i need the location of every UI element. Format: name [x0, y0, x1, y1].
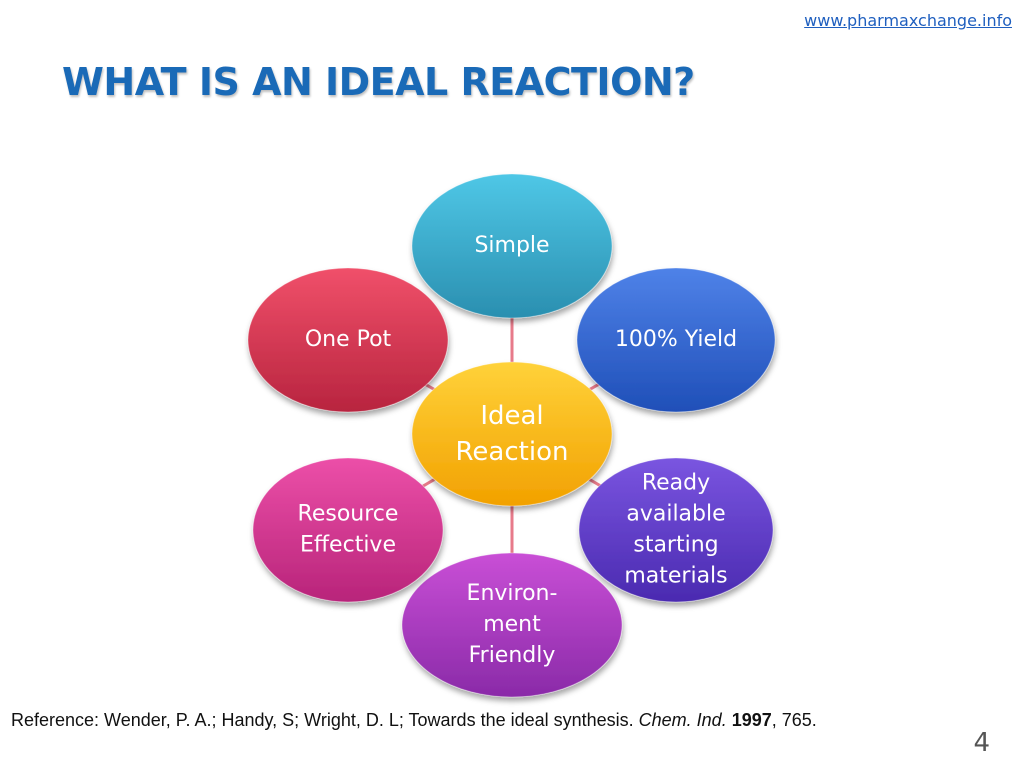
reference-year: 1997: [731, 710, 772, 730]
site-link[interactable]: www.pharmaxchange.info: [804, 11, 1012, 30]
node-onepot-label-line: One Pot: [305, 327, 392, 352]
node-onepot-ellipse: [247, 267, 449, 413]
node-simple-label-line: Simple: [474, 233, 549, 258]
page-title: WHAT IS AN IDEAL REACTION?: [62, 60, 695, 104]
node-environment-label-line: Friendly: [469, 643, 556, 668]
reference-text: Reference: Wender, P. A.; Handy, S; Wrig…: [11, 708, 891, 733]
node-environment-ellipse: [401, 552, 623, 698]
node-simple-label: Simple: [474, 233, 549, 258]
node-environment-label-line: ment: [483, 612, 541, 637]
reference-prefix: Reference: Wender, P. A.; Handy, S; Wrig…: [11, 710, 639, 730]
node-simple-ellipse: [411, 173, 613, 319]
node-ready-label-line: starting: [633, 533, 718, 558]
node-ready-label-line: Ready: [642, 471, 710, 496]
node-onepot-label: One Pot: [305, 327, 392, 352]
reference-journal: Chem. Ind.: [638, 710, 727, 730]
node-yield-label-line: 100% Yield: [615, 327, 737, 352]
node-yield-ellipse: [576, 267, 776, 413]
node-ready-label-line: materials: [624, 564, 727, 589]
node-yield-label: 100% Yield: [615, 327, 737, 352]
node-ready-label-line: available: [626, 502, 725, 527]
node-resource-label-line: Resource: [298, 502, 399, 527]
slide-number: 4: [973, 728, 990, 758]
center-node-label-line: Reaction: [456, 437, 569, 467]
node-ready-ellipse: [578, 457, 774, 603]
node-resource-label-line: Effective: [300, 533, 396, 558]
reference-pages: , 765.: [771, 710, 817, 730]
center-node-ellipse: [411, 361, 613, 507]
node-ready-label: Ready available starting materials: [624, 471, 727, 589]
node-resource-ellipse: [252, 457, 444, 603]
center-node-label-line: Ideal: [480, 401, 543, 431]
node-environment-label-line: Environ-: [467, 581, 558, 606]
